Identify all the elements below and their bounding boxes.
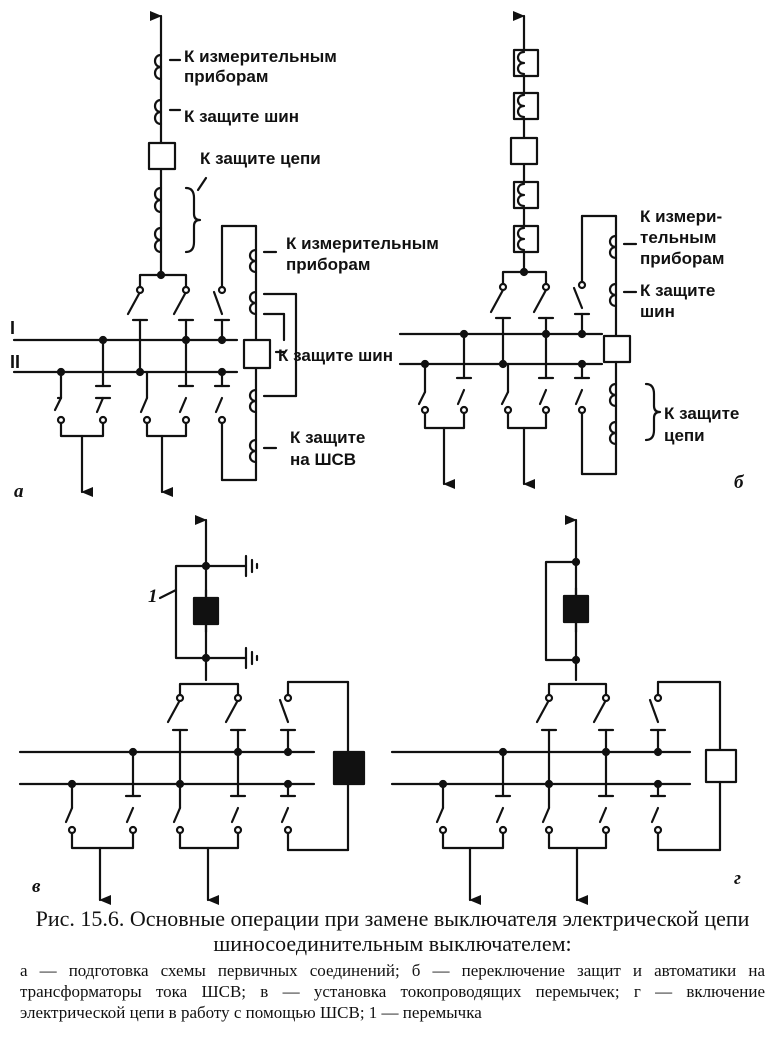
label-leader (196, 176, 208, 192)
current-transformer-coil (608, 234, 618, 260)
breaker-box-closed (192, 596, 220, 626)
label-meters-right-1: К измерительным (286, 234, 439, 253)
current-transformer-coil (516, 50, 526, 76)
breaker-box (602, 334, 632, 364)
label-b-bus-protection-1: К защите (640, 281, 715, 300)
current-transformer-coil (516, 182, 526, 208)
bus-label-I: I (10, 318, 15, 338)
label-circuit-protection: К защите цепи (200, 149, 321, 168)
current-transformer-coil (516, 93, 526, 119)
panel-b (398, 11, 662, 489)
label-b-meters-1: К измери- (640, 207, 722, 226)
label-b-meters-2: тельным (640, 228, 716, 247)
panel-a (12, 11, 298, 497)
panel-tag-g: г (734, 868, 741, 889)
jumper (544, 560, 578, 662)
jumper (174, 564, 208, 660)
current-transformer-coil (153, 186, 163, 214)
current-transformer-coil (516, 226, 526, 252)
caption-title: Рис. 15.6. Основные операции при замене … (35, 906, 750, 956)
current-transformer-coil (248, 248, 258, 274)
panel-tag-a: а (14, 481, 24, 502)
panel-tag-b: б (734, 472, 745, 493)
disconnector-blade (95, 396, 105, 414)
current-transformer-coil (248, 388, 258, 414)
current-transformer-coil (608, 420, 618, 446)
current-transformer-coil (153, 98, 163, 126)
ct-box (512, 48, 540, 78)
breaker-box (242, 338, 272, 370)
label-b-meters-3: приборам (640, 249, 724, 268)
disconnector-blade (212, 290, 224, 316)
current-transformer-coil (153, 226, 163, 254)
current-transformer-coil (248, 290, 258, 316)
ct-box (512, 91, 540, 121)
breaker-box-closed (562, 594, 590, 624)
brace (184, 186, 202, 254)
disconnector-blade (178, 396, 188, 414)
brace (644, 382, 662, 442)
schematic-diagram: К измерительным приборам К защите шин К … (10, 11, 745, 905)
current-transformer-coil (248, 438, 258, 464)
label-bus-protection-right: К защите шин (278, 346, 393, 365)
panel-g (390, 515, 738, 905)
disconnector-blade (126, 290, 142, 316)
label-b-bus-protection-2: шин (640, 302, 675, 321)
disconnector-blade (172, 290, 188, 316)
label-b-circuit-protection-1: К защите (664, 404, 739, 423)
ct-box (512, 224, 540, 254)
label-shsv-protection-2: на ШСВ (290, 450, 356, 469)
disconnector-blade (214, 396, 224, 414)
label-shsv-protection-1: К защите (290, 428, 365, 447)
panel-tag-v: в (32, 876, 41, 897)
breaker-box (509, 136, 539, 166)
breaker-box-closed (332, 750, 366, 786)
label-meters-top-2: приборам (184, 67, 268, 86)
caption-body: а — подготовка схемы первичных соединени… (20, 961, 765, 1022)
disconnector-blade (139, 396, 149, 414)
current-transformer-coil (153, 53, 163, 81)
connector (138, 273, 188, 292)
panel-v (18, 515, 366, 905)
figure-caption: Рис. 15.6. Основные операции при замене … (20, 906, 765, 1023)
label-b-circuit-protection-2: цепи (664, 426, 705, 445)
ground-icon (244, 554, 259, 578)
label-bus-protection-top: К защите шин (184, 107, 299, 126)
ground-icon (244, 646, 259, 670)
breaker-box (704, 748, 738, 784)
current-transformer-coil (608, 282, 618, 308)
breaker-box (147, 141, 177, 171)
jumper-label: 1 (148, 586, 158, 607)
ct-box (512, 180, 540, 210)
bus-label-II: II (10, 352, 20, 372)
current-transformer-coil (608, 382, 618, 408)
label-meters-right-2: приборам (286, 255, 370, 274)
label-meters-top-1: К измерительным (184, 47, 337, 66)
disconnector-blade (53, 396, 63, 412)
